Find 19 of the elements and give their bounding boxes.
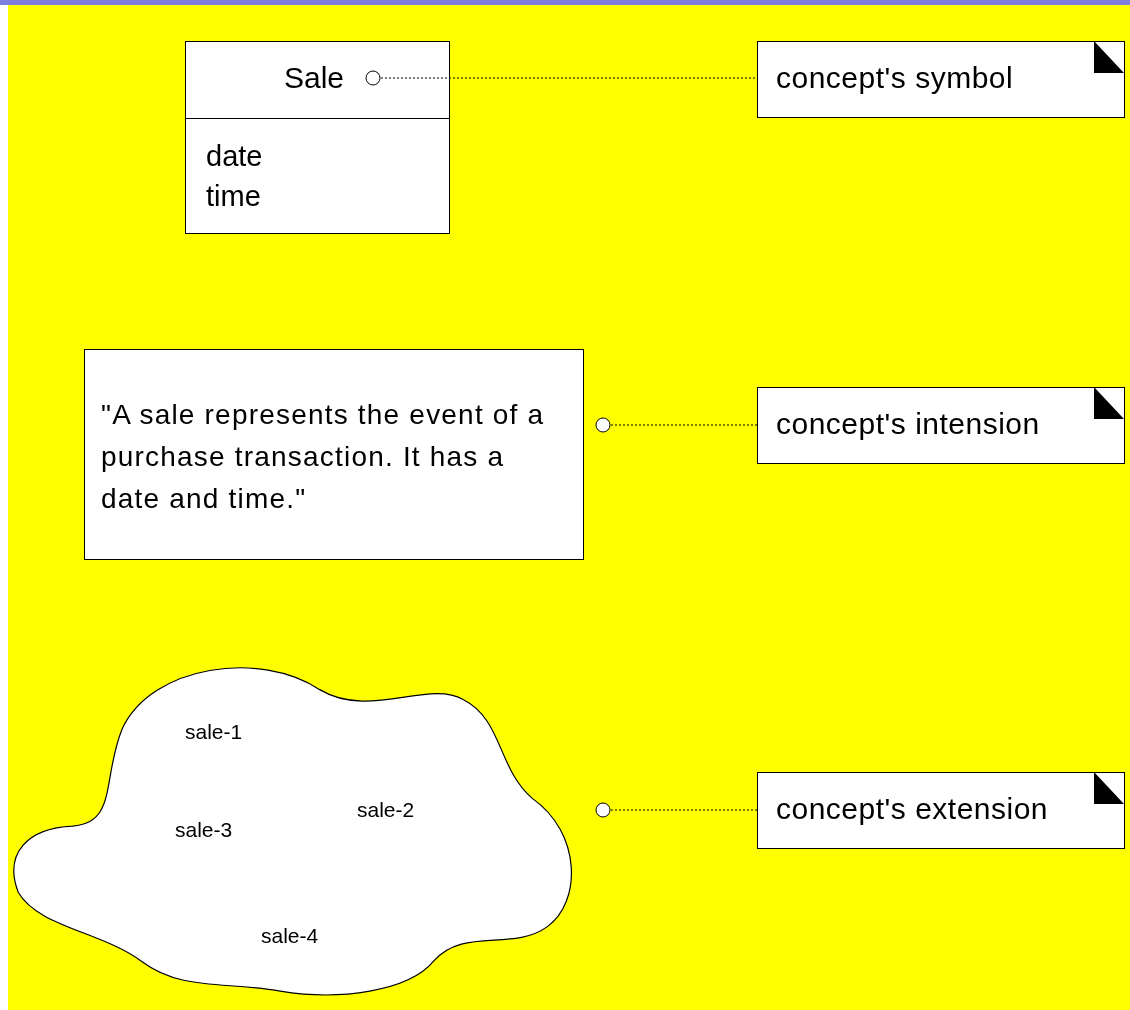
definition-text: "A sale represents the event of a purchase transaction. It has a date and time." [101,398,546,516]
note-text: concept's extension [776,792,1049,826]
note-text: concept's symbol [776,61,1014,95]
connector-line [595,417,758,433]
note-box [757,772,1125,849]
attribute-text: time [206,179,262,214]
class-box [185,41,450,234]
instance-label: sale-1 [185,720,243,744]
instance-label: sale-4 [261,924,319,948]
definition-box [84,349,584,560]
note-box [757,41,1125,118]
note-text: concept's intension [776,407,1040,441]
attribute-text: date [206,139,264,174]
connector-line [365,70,758,86]
class-name: Sale [284,61,345,95]
connector-line [595,802,758,818]
instance-label: sale-2 [357,798,415,822]
note-box [757,387,1125,464]
instance-label: sale-3 [175,818,233,842]
